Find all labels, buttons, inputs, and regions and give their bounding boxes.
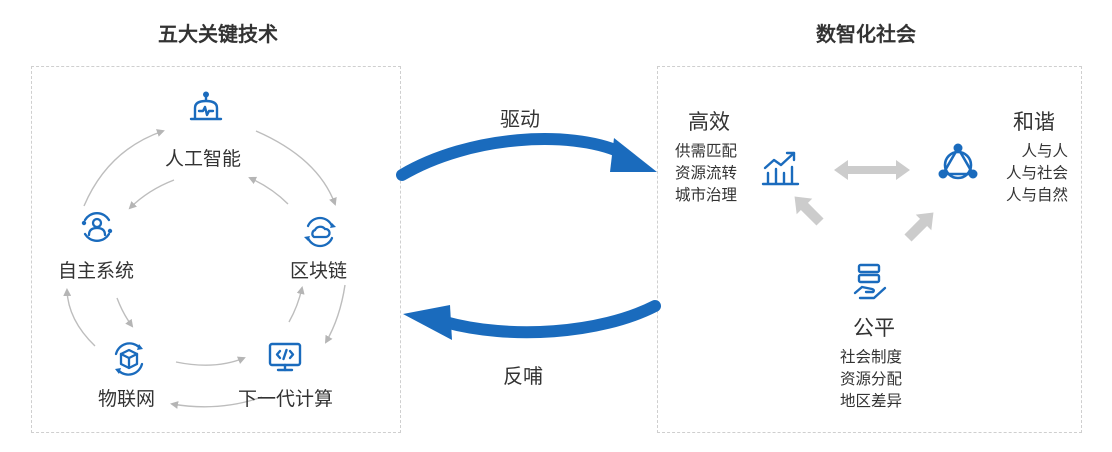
gray-arrows [794, 160, 934, 242]
cycle-arrow [170, 396, 263, 409]
feedback-label: 反哺 [503, 364, 543, 388]
list-item: 人与自然 [1005, 186, 1068, 204]
list-item: 城市治理 [675, 186, 738, 204]
cycle-arrow [116, 297, 134, 328]
double-arrow [834, 160, 910, 180]
list-item: 人与社会 [1005, 164, 1068, 182]
left-title: 五大关键技术 [158, 22, 278, 46]
cycle-arrow [83, 129, 165, 207]
right-title: 数智化社会 [816, 22, 916, 46]
fairness-label: 公平 [853, 316, 895, 340]
bar-chart-icon [761, 151, 800, 186]
drive-arrow [396, 133, 626, 181]
cycle-arrow [248, 176, 289, 205]
harmony-items: 人与人 人与社会 人与自然 [1000, 140, 1068, 206]
hand-server-icon [853, 263, 887, 300]
tech-label-autonomous-systems: 自主系统 [58, 260, 135, 282]
blockchain-cloud-icon [304, 216, 336, 248]
robot-icon [189, 91, 223, 121]
feedback-arrow [439, 300, 661, 339]
cycle-arrow [128, 179, 175, 210]
list-item: 地区差异 [840, 392, 903, 410]
harmony-label: 和谐 [1013, 110, 1055, 134]
autonomous-user-icon [81, 212, 113, 242]
efficiency-items: 供需匹配 资源流转 城市治理 [675, 140, 737, 206]
efficiency-label: 高效 [688, 110, 730, 134]
tech-label-iot: 物联网 [98, 388, 156, 410]
cycle-arrow [175, 356, 246, 366]
list-item: 资源流转 [675, 164, 738, 182]
code-monitor-icon [268, 342, 302, 372]
diagonal-arrow-left [794, 196, 824, 226]
cycle-arrow [288, 286, 305, 323]
list-item: 供需匹配 [675, 142, 738, 160]
list-item: 资源分配 [840, 370, 903, 388]
fairness-items: 社会制度 资源分配 地区差异 [840, 346, 902, 412]
list-item: 社会制度 [840, 348, 903, 366]
tech-label-blockchain: 区块链 [290, 260, 348, 282]
tech-label-ai: 人工智能 [165, 148, 242, 170]
cycle-arrow [255, 130, 337, 206]
feedback-arrowhead [403, 305, 452, 340]
cycle-arrow [63, 288, 96, 347]
right-panel [657, 66, 1082, 433]
tech-label-next-gen-computing: 下一代计算 [238, 388, 334, 410]
network-triangle-icon [938, 143, 978, 180]
list-item: 人与人 [1021, 142, 1068, 160]
drive-label: 驱动 [500, 107, 540, 131]
diagonal-arrow-right [904, 212, 934, 242]
drive-arrowhead [610, 138, 657, 172]
left-panel [31, 66, 401, 433]
iot-cube-icon [114, 342, 144, 376]
cycle-arrow [324, 284, 346, 344]
